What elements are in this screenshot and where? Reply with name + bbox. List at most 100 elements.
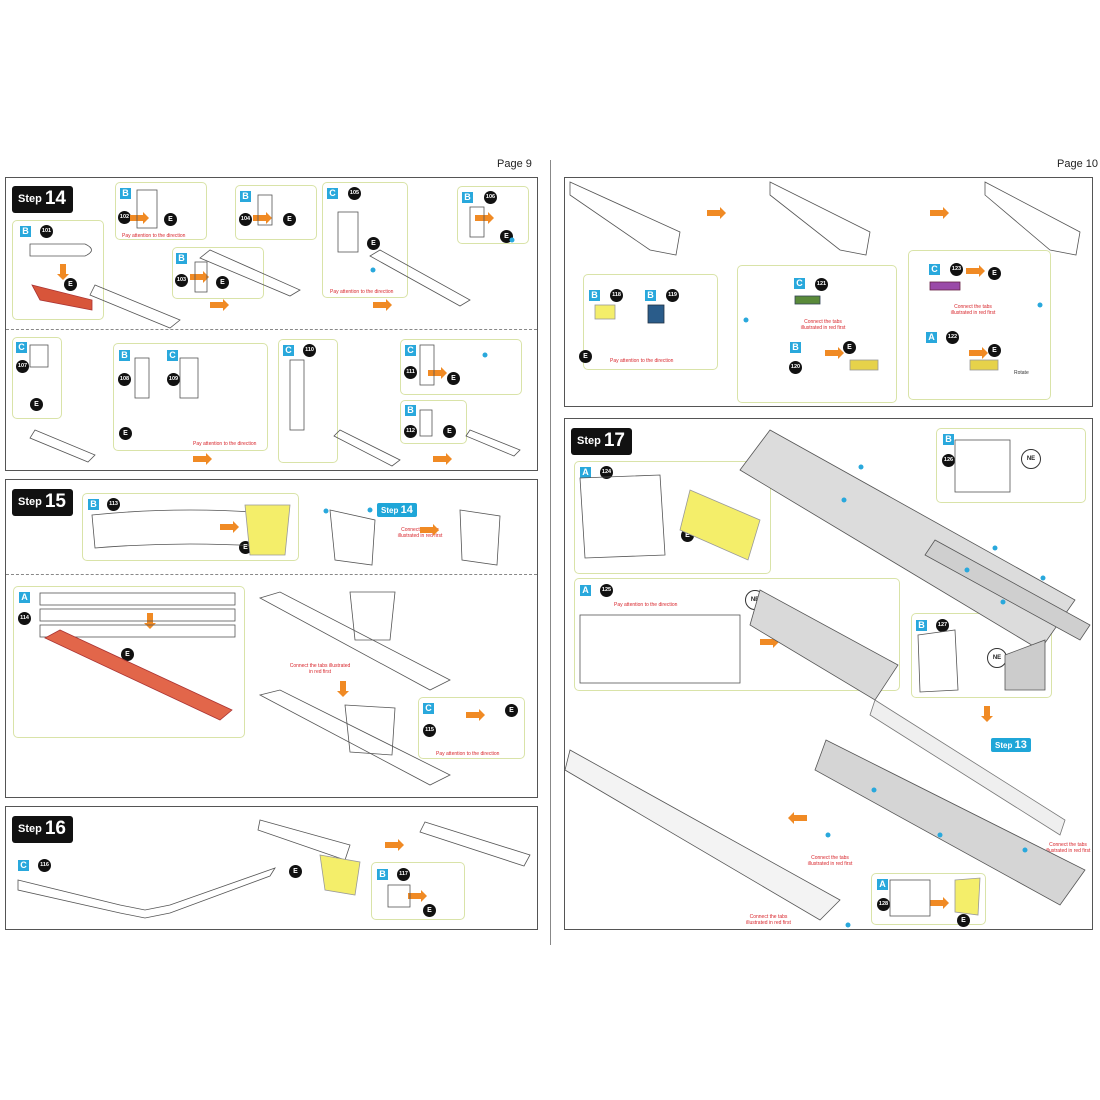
tool-e-marker: E — [121, 648, 134, 661]
step14-part-104: 104 — [239, 213, 252, 226]
part-purple-piece — [929, 281, 961, 291]
hull-frame — [369, 249, 471, 307]
page10-sheet-119: B — [645, 290, 656, 301]
blue-dot-icon — [509, 237, 515, 243]
part-yellow-piece — [244, 504, 291, 556]
part-outline — [419, 344, 435, 386]
step14-part-101: 101 — [40, 225, 53, 238]
blue-dot-icon — [367, 507, 373, 513]
part-red-piece — [31, 284, 93, 311]
orange-arrow-icon — [428, 367, 447, 379]
tool-e-marker: E — [283, 213, 296, 226]
tool-e-marker: E — [447, 372, 460, 385]
page10-note-tabs-2: Connect the tabs illustrated in red firs… — [950, 304, 996, 316]
deck-piece — [258, 689, 451, 786]
step17-note-tabs-2: Connect the tabs illustrated in red firs… — [746, 914, 791, 926]
tool-e-marker: E — [579, 350, 592, 363]
blue-dot-icon — [1000, 599, 1006, 605]
page10-sheet-118: B — [589, 290, 600, 301]
step15-note-direction: Pay attention to the direction — [436, 751, 500, 757]
orange-arrow-icon — [433, 453, 452, 465]
blue-dot-icon — [825, 832, 831, 838]
blue-dot-icon — [841, 497, 847, 503]
step14-part-111: 111 — [404, 366, 417, 379]
step16-part-117: 117 — [397, 868, 410, 881]
step17-part-124: 124 — [600, 466, 613, 479]
blue-dot-icon — [1022, 847, 1028, 853]
page10-part-121: 121 — [815, 278, 828, 291]
tool-e-marker: E — [443, 425, 456, 438]
blue-dot-icon — [323, 508, 329, 514]
step14-sheet-104: B — [240, 191, 251, 202]
page10-part-122: 122 — [946, 331, 959, 344]
orange-arrow-icon — [408, 890, 427, 902]
step17-note-tabs-3: Connect the tabs illustrated in red firs… — [1045, 842, 1091, 854]
tool-e-marker: E — [64, 278, 77, 291]
step14-part-109: 109 — [167, 373, 180, 386]
page10-note-tabs-1: Connect the tabs illustrated in red firs… — [800, 319, 846, 331]
blue-dot-icon-group — [323, 237, 1046, 928]
step14-sheet-107: C — [16, 342, 27, 353]
part-yellow-piece — [849, 359, 879, 371]
blue-dot-icon — [845, 922, 851, 928]
step14-sheet-108: B — [119, 350, 130, 361]
page-divider — [550, 160, 551, 945]
sail-assembly — [349, 591, 396, 641]
step17-sheet-124: A — [580, 467, 591, 478]
part-outline — [387, 884, 411, 908]
sail-assembly — [344, 704, 396, 756]
page10-part-118: 118 — [610, 289, 623, 302]
orange-arrow-icon — [475, 212, 494, 224]
orange-arrow-icon — [144, 613, 156, 629]
orange-arrow-icon — [825, 347, 844, 359]
hull-tube — [814, 739, 1086, 906]
blue-dot-icon — [1037, 302, 1043, 308]
step14-part-107: 107 — [16, 360, 29, 373]
step17-part-128: 128 — [877, 898, 890, 911]
orange-arrow-icon — [190, 271, 209, 283]
orange-arrow-icon — [788, 812, 807, 824]
hull-section — [769, 181, 871, 256]
page10-part-120: 120 — [789, 361, 802, 374]
step14-divider — [6, 329, 537, 330]
step15-part-114: 114 — [18, 612, 31, 625]
step14-part108-109-box — [113, 343, 268, 451]
step14-sheet-112: B — [405, 405, 416, 416]
tool-e-marker: E — [843, 341, 856, 354]
page10-rotate-note: Rotate — [1014, 370, 1029, 376]
part-yellow-piece — [969, 359, 999, 371]
step14-part102-box — [115, 182, 207, 240]
step14-sheet-102: B — [120, 188, 131, 199]
step17-part-126: 126 — [942, 454, 955, 467]
part-114-strip — [39, 592, 236, 606]
step15-sheet-115: C — [423, 703, 434, 714]
step17-sheet-126: B — [943, 434, 954, 445]
orange-arrow-icon — [930, 207, 949, 219]
part-127-shape — [1004, 639, 1046, 691]
orange-arrow-icon — [57, 264, 69, 280]
deck-piece — [258, 591, 451, 691]
part-114-strip — [39, 608, 236, 622]
orange-arrow-icon — [981, 706, 993, 722]
step14-part-110: 110 — [303, 344, 316, 357]
part-outline — [29, 243, 92, 257]
part-126-sheet — [954, 439, 1011, 493]
step14-note-direction-2: Pay attention to the direction — [330, 289, 394, 295]
blue-dot-icon — [858, 464, 864, 470]
part-outline — [194, 261, 208, 293]
part-red-piece — [44, 629, 233, 721]
step14-part-112: 112 — [404, 425, 417, 438]
hull-tube — [749, 589, 899, 701]
blue-dot-icon — [964, 567, 970, 573]
step14-part105-box — [322, 182, 408, 298]
tool-e-marker: E — [289, 865, 302, 878]
part-yellow-piece — [954, 877, 981, 916]
part-outline — [134, 357, 150, 399]
step17-ref-step13: Step 13 — [991, 738, 1031, 752]
step15-note-tabs-2: Connect the tabs illustrated in red firs… — [289, 663, 351, 675]
orange-arrow-icon — [707, 207, 726, 219]
part-outline — [469, 206, 485, 238]
